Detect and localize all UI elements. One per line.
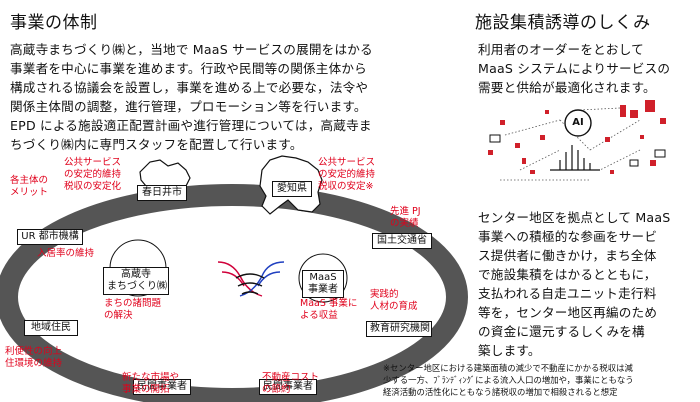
residents-benefit-label: 利便性の向上 住環境の維持 bbox=[5, 346, 62, 370]
benefit-line: 事業の開拓 bbox=[122, 384, 170, 395]
ai-network-icon bbox=[488, 100, 666, 181]
benefit-line: 公共サービス bbox=[64, 157, 122, 168]
facility-line: の資金に還元するしくみを構 bbox=[478, 324, 645, 339]
merit-line: メリット bbox=[10, 187, 49, 198]
benefit-line: 利便性の向上 bbox=[5, 346, 63, 357]
facility-line: 需要と供給が最適化されます。 bbox=[478, 80, 656, 95]
facility-line: ス提供者に働きかけ，まち全体 bbox=[478, 248, 657, 263]
footnote: ※センター地区における建築面積の減少で不動産にかかる税収は減 少する一方、ﾌﾞﾗ… bbox=[383, 362, 634, 398]
structure-paragraph: 高蔵寺まちづくり㈱と，当地で MaaS サービスの展開をはかる 事業者を中心に事… bbox=[10, 40, 373, 154]
structure-line: ちづくり㈱内に専門スタッフを配置して行います。 bbox=[10, 137, 303, 152]
structure-line: 高蔵寺まちづくり㈱と，当地で MaaS サービスの展開をはかる bbox=[10, 42, 373, 57]
facility-line: 利用者のオーダーをとおして bbox=[478, 42, 644, 57]
private-right-benefit-label: 不動産コスト の節約 bbox=[262, 372, 319, 396]
structure-line: 関係主体間の調整，進行管理，プロモーション等を行います。 bbox=[10, 99, 367, 114]
handshake-icon bbox=[217, 261, 285, 297]
benefit-line: よる収益 bbox=[300, 310, 338, 321]
kozoji-line: 高蔵寺 bbox=[121, 269, 151, 280]
organization-ring bbox=[0, 184, 468, 402]
private-business-box-left: 民間事業者 bbox=[133, 379, 191, 395]
footnote-line: 経済活動の活性化にともなう諸税収の増加で相殺されると想定 bbox=[383, 387, 618, 397]
structure-line: 事業者を中心に事業を進めます。行政や民間等の関係主体から bbox=[10, 61, 367, 76]
benefit-line: MaaS 事業に bbox=[300, 298, 358, 309]
benefit-line: の解決 bbox=[104, 310, 133, 321]
residents-box: 地域住民 bbox=[24, 320, 78, 336]
kozoji-machizukuri-box: 高蔵寺 まちづくり㈱ bbox=[103, 267, 169, 295]
benefit-line: 実践的 bbox=[370, 289, 399, 300]
aichi-benefit-label: 公共サービス の安定的維持 税収の安定※ bbox=[318, 157, 375, 193]
kozoji-benefit-label: まちの諸問題 の解決 bbox=[104, 298, 161, 322]
footnote-line: 少する一方、ﾌﾞﾗﾝﾃﾞｨﾝｸﾞによる流入人口の増加や，事業にともなう bbox=[383, 375, 634, 385]
education-benefit-label: 実践的 人材の育成 bbox=[370, 289, 418, 313]
section-title-facility: 施設集積誘導のしくみ bbox=[475, 13, 651, 33]
maas-benefit-label: MaaS 事業に よる収益 bbox=[300, 298, 357, 322]
facility-paragraph-2: センター地区を拠点として MaaS 事業への積極的な参画をサービ ス提供者に働き… bbox=[478, 208, 670, 360]
maas-line: 事業者 bbox=[308, 284, 338, 295]
benefit-line: の安定的維持 bbox=[64, 169, 122, 180]
merit-line: 各主体の bbox=[10, 175, 49, 186]
entity-merit-label: 各主体の メリット bbox=[10, 175, 48, 199]
benefit-line: の節約 bbox=[262, 384, 291, 395]
kasugai-city-box: 春日井市 bbox=[137, 185, 187, 201]
benefit-line: 公共サービス bbox=[318, 157, 376, 168]
benefit-line: 新たな市場や bbox=[122, 372, 180, 383]
private-business-box-right: 民間事業者 bbox=[259, 379, 317, 395]
benefit-line: 税収の安定※ bbox=[318, 181, 374, 192]
facility-paragraph-1: 利用者のオーダーをとおして MaaS システムによりサービスの 需要と供給が最適… bbox=[478, 40, 670, 97]
pj-benefit-label: 先進 PJ の実績 bbox=[390, 206, 421, 230]
benefit-line: 不動産コスト bbox=[262, 372, 320, 383]
benefit-line: の安定的維持 bbox=[318, 169, 376, 180]
mlit-box: 国土交通省 bbox=[372, 233, 432, 249]
kasugai-benefit-label: 公共サービス の安定的維持 税収の安定化 bbox=[64, 157, 121, 193]
benefit-line: まちの諸問題 bbox=[104, 298, 162, 309]
facility-line: 築します。 bbox=[478, 343, 541, 358]
facility-line: 支払われる自走ユニット走行料 bbox=[478, 286, 657, 301]
facility-line: で施設集積をはかるとともに， bbox=[478, 267, 657, 282]
ur-agency-box: UR 都市機構 bbox=[17, 229, 83, 245]
aichi-prefecture-box: 愛知県 bbox=[272, 181, 312, 197]
structure-line: EPD による施設適正配置計画や進行管理については，高蔵寺ま bbox=[10, 118, 372, 133]
private-left-benefit-label: 新たな市場や 事業の開拓 bbox=[122, 372, 179, 396]
ai-label: AI bbox=[572, 117, 584, 128]
facility-line: 等を，センター地区再編のため bbox=[478, 305, 658, 320]
benefit-line: 住環境の維持 bbox=[5, 358, 63, 369]
kozoji-line: まちづくり㈱ bbox=[107, 281, 167, 292]
ur-benefit-label: 入居率の維持 bbox=[37, 248, 95, 259]
footnote-line: ※センター地区における建築面積の減少で不動産にかかる税収は減 bbox=[383, 363, 633, 373]
facility-line: センター地区を拠点として MaaS bbox=[478, 210, 671, 225]
facility-line: MaaS システムによりサービスの bbox=[478, 61, 671, 76]
education-institution-box: 教育研究機関 bbox=[366, 321, 432, 337]
benefit-line: 税収の安定化 bbox=[64, 181, 122, 192]
facility-line: 事業への積極的な参画をサービ bbox=[478, 229, 658, 244]
section-title-structure: 事業の体制 bbox=[10, 13, 98, 33]
maas-line: MaaS bbox=[309, 272, 337, 283]
benefit-line: 先進 PJ bbox=[390, 206, 421, 217]
benefit-line: の実績 bbox=[390, 218, 419, 229]
benefit-line: 人材の育成 bbox=[370, 301, 418, 312]
maas-operator-box: MaaS 事業者 bbox=[302, 270, 344, 298]
structure-line: 構成される協議会を設置し，事業を進める上で必要な，法令や bbox=[10, 80, 369, 95]
